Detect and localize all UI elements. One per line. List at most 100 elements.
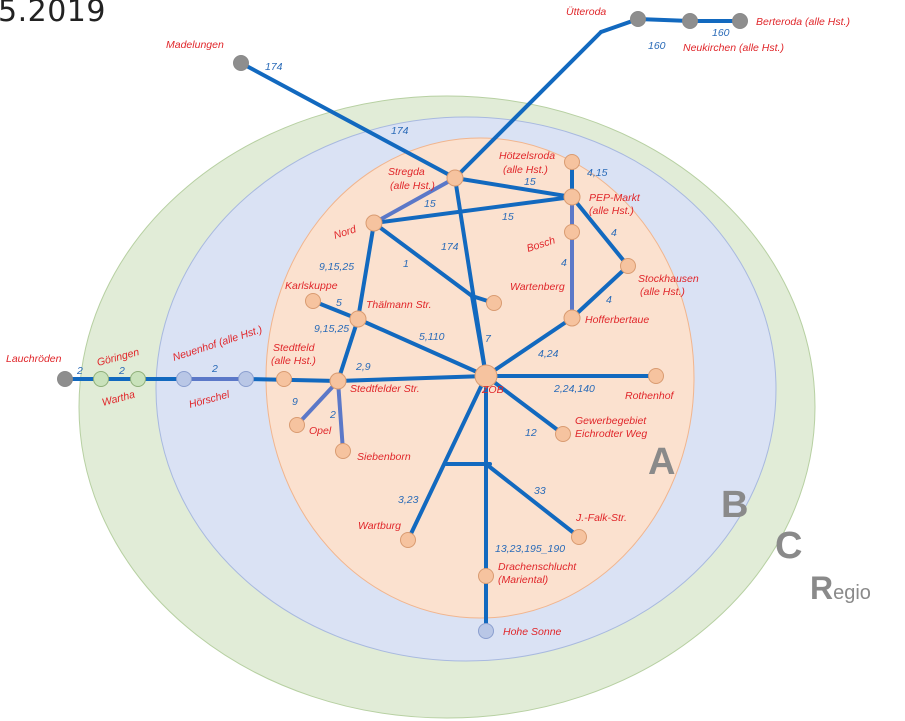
line-junction-zob bbox=[470, 294, 488, 378]
line-thalmann-stedtfelder bbox=[336, 317, 360, 383]
route-label-4-15: 4,15 bbox=[587, 167, 608, 179]
regio-rest: egio bbox=[833, 582, 871, 604]
stop-wartburg[interactable] bbox=[400, 532, 416, 548]
zone-regio-label: Regio bbox=[810, 570, 871, 606]
label-utteroda: Ütteroda bbox=[566, 6, 606, 18]
line-stedtfelder-siebenborn bbox=[336, 379, 345, 453]
route-label-174-mid: 174 bbox=[391, 125, 409, 137]
route-label-4-stockhausen-hofferbertaue: 4 bbox=[606, 294, 612, 306]
label-drachenschlucht-sub: (Mariental) bbox=[498, 574, 548, 586]
zone-b-label: B bbox=[721, 484, 748, 526]
route-label-160-east: 160 bbox=[712, 27, 730, 39]
stop-stockhausen[interactable] bbox=[620, 258, 636, 274]
stop-utteroda[interactable] bbox=[630, 11, 646, 27]
line-nord-pep bbox=[372, 195, 574, 225]
route-label-4-24: 4,24 bbox=[538, 348, 559, 360]
label-pep-markt-sub: (alle Hst.) bbox=[589, 205, 634, 217]
route-label-15-stregda-pep: 15 bbox=[524, 176, 536, 188]
stop-karlskuppe[interactable] bbox=[305, 293, 321, 309]
stop-nord[interactable] bbox=[365, 214, 383, 232]
stop-hotzelsroda[interactable] bbox=[564, 154, 580, 170]
stop-berteroda[interactable] bbox=[732, 13, 748, 29]
route-label-9-15-25-nord: 9,15,25 bbox=[319, 261, 354, 273]
line-thalmann-zob bbox=[356, 317, 488, 378]
stop-neukirchen[interactable] bbox=[682, 13, 698, 29]
stop-jfalk[interactable] bbox=[571, 529, 587, 545]
line-utteroda-neukirchen bbox=[636, 17, 692, 23]
zone-a-label: A bbox=[648, 441, 675, 483]
label-berteroda: Berteroda (alle Hst.) bbox=[756, 16, 850, 28]
route-label-15-stregda-nord: 15 bbox=[424, 198, 436, 210]
zone-c-label: C bbox=[775, 525, 802, 567]
line-madelungen-stregda bbox=[239, 61, 457, 180]
stop-wartenberg[interactable] bbox=[486, 295, 502, 311]
label-stedtfeld-sub: (alle Hst.) bbox=[271, 355, 316, 367]
label-hotzelsroda: Hötzelsroda bbox=[499, 150, 555, 162]
route-label-2-neuenhof: 2 bbox=[211, 363, 218, 375]
route-label-9-15-25-thalmann: 9,15,25 bbox=[314, 323, 349, 335]
label-pep-markt: PEP-Markt bbox=[589, 192, 641, 204]
stop-horschel[interactable] bbox=[238, 371, 254, 387]
line-pep-stockhausen bbox=[570, 195, 630, 268]
stop-pep-markt[interactable] bbox=[563, 188, 581, 206]
line-stedtfelder-opel bbox=[295, 379, 340, 427]
route-label-15-nord-pep: 15 bbox=[502, 211, 514, 223]
route-label-160-south: 160 bbox=[648, 40, 666, 52]
line-stedtfelder-zob bbox=[336, 374, 488, 383]
stop-lauchroden[interactable] bbox=[57, 371, 73, 387]
label-jfalk: J.-Falk-Str. bbox=[575, 512, 627, 524]
route-label-12: 12 bbox=[525, 427, 537, 439]
line-nord-wartenberg-junction bbox=[372, 221, 474, 298]
stop-bosch[interactable] bbox=[564, 224, 580, 240]
stop-rothenhof[interactable] bbox=[648, 368, 664, 384]
route-label-2-24-140: 2,24,140 bbox=[553, 383, 595, 395]
stop-neuenhof[interactable] bbox=[176, 371, 192, 387]
label-neukirchen: Neukirchen (alle Hst.) bbox=[683, 42, 784, 54]
route-label-5-110: 5,110 bbox=[419, 331, 445, 343]
stop-goringen[interactable] bbox=[130, 371, 146, 387]
line-hofferbertaue-zob bbox=[484, 316, 574, 378]
line-stregda-nord bbox=[372, 176, 457, 225]
route-label-2-goringen: 2 bbox=[118, 365, 125, 377]
line-utteroda-stregda bbox=[453, 30, 603, 180]
stop-wartha[interactable] bbox=[93, 371, 109, 387]
label-wartenberg: Wartenberg bbox=[510, 281, 565, 293]
label-madelungen: Madelungen bbox=[166, 39, 224, 51]
stop-drachenschlucht[interactable] bbox=[478, 568, 494, 584]
route-label-174-stregda-zob: 174 bbox=[441, 241, 459, 253]
label-gewerbegebiet-sub: Eichrodter Weg bbox=[575, 428, 647, 440]
line-stregda-pep bbox=[453, 176, 574, 199]
stop-madelungen[interactable] bbox=[233, 55, 249, 71]
route-label-4-bosch: 4 bbox=[561, 257, 567, 269]
label-rothenhof: Rothenhof bbox=[625, 390, 675, 402]
label-lauchroden: Lauchröden bbox=[6, 353, 62, 365]
stop-siebenborn[interactable] bbox=[335, 443, 351, 459]
stop-thalmann[interactable] bbox=[349, 310, 367, 328]
stop-opel[interactable] bbox=[289, 417, 305, 433]
stop-stedtfeld[interactable] bbox=[276, 371, 292, 387]
label-hofferbertaue: Hofferbertaue bbox=[585, 314, 649, 326]
stop-stedtfelder[interactable] bbox=[329, 372, 347, 390]
label-drachenschlucht: Drachenschlucht bbox=[498, 561, 577, 573]
label-stregda-sub: (alle Hst.) bbox=[390, 180, 435, 192]
route-label-33: 33 bbox=[534, 485, 546, 497]
stop-zob[interactable] bbox=[474, 364, 498, 388]
label-stedtfelder: Stedtfelder Str. bbox=[350, 383, 420, 395]
line-zob-wartburg bbox=[406, 374, 488, 542]
route-label-13-23-195: 13,23,195_190 bbox=[495, 543, 565, 555]
label-thalmann: Thälmann Str. bbox=[366, 299, 432, 311]
route-label-2-siebenborn: 2 bbox=[329, 409, 336, 421]
stop-gewerbegebiet[interactable] bbox=[555, 426, 571, 442]
label-wartburg: Wartburg bbox=[358, 520, 401, 532]
regio-initial: R bbox=[810, 570, 833, 606]
label-gewerbegebiet: Gewerbegebiet bbox=[575, 415, 647, 427]
route-label-2-lauchroden: 2 bbox=[76, 365, 83, 377]
stop-stregda[interactable] bbox=[446, 169, 464, 187]
route-label-174-top: 174 bbox=[265, 61, 283, 73]
stop-hofferbertaue[interactable] bbox=[563, 309, 581, 327]
route-label-4-pep-stockhausen: 4 bbox=[611, 227, 617, 239]
label-zob: ZOB bbox=[481, 384, 504, 396]
label-stockhausen: Stockhausen bbox=[638, 273, 699, 285]
stop-hohe-sonne[interactable] bbox=[478, 623, 494, 639]
